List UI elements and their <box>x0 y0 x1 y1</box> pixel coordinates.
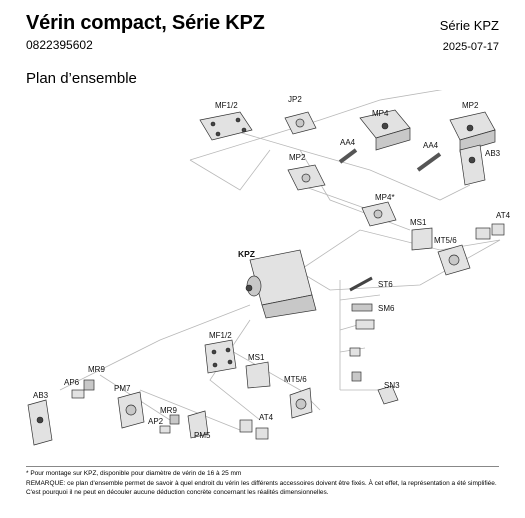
footer-divider <box>26 466 499 467</box>
label-aa4-right: AA4 <box>423 141 439 150</box>
label-mp4-star: MP4* <box>375 193 395 202</box>
pm7-flange <box>117 391 145 429</box>
mp2-bracket-mid <box>287 164 326 191</box>
label-ab3-left: AB3 <box>33 391 49 400</box>
mp4-bracket-top <box>359 109 411 151</box>
ms1-bracket-right <box>411 227 433 251</box>
assembly-diagram: MF1/2 JP2 MP4 MP2 MP2 AA4 AA4 AB3 MP4* M… <box>27 90 511 446</box>
mr9-nut-bottom <box>169 414 180 425</box>
series-label: Série KPZ <box>439 18 499 33</box>
at4-block-bottom <box>239 419 269 440</box>
cable-connector <box>349 347 362 382</box>
sn3-sensor <box>377 385 399 405</box>
label-mt5-bottom: MT5/6 <box>284 375 307 384</box>
mf1-flange-top <box>199 111 253 141</box>
kpz-cylinder <box>245 249 317 319</box>
footnote-remark: REMARQUE: ce plan d'ensemble permet de s… <box>26 480 497 496</box>
label-kpz: KPZ <box>238 249 255 259</box>
label-ms1-bottom: MS1 <box>248 353 265 362</box>
document-date: 2025-07-17 <box>442 41 499 53</box>
label-mr9-top: MR9 <box>88 365 105 374</box>
label-at4-bottom: AT4 <box>259 413 274 422</box>
label-mp2-right: MP2 <box>462 101 479 110</box>
mt5-trunnion-right <box>437 244 471 276</box>
label-mp4-top: MP4 <box>372 109 389 118</box>
label-ms1-right: MS1 <box>410 218 427 227</box>
section-title: Plan d’ensemble <box>26 70 137 87</box>
ab3-bracket-left <box>27 399 53 446</box>
label-pm7: PM7 <box>114 384 131 393</box>
ab3-bracket-right <box>459 144 486 186</box>
mr9-nut-top <box>83 379 95 391</box>
page-title: Vérin compact, Série KPZ <box>26 12 265 34</box>
pm5-flange <box>187 410 209 439</box>
sm6-sensor <box>351 303 375 330</box>
at4-block-right <box>475 223 505 240</box>
label-mf1-top: MF1/2 <box>215 101 238 110</box>
mp2-bracket-right <box>449 111 496 153</box>
ms1-bracket-bottom <box>245 361 271 389</box>
label-at4-right: AT4 <box>496 211 511 220</box>
label-mf1-bottom: MF1/2 <box>209 331 232 340</box>
mf1-flange-bottom <box>204 339 237 374</box>
label-mp2-mid: MP2 <box>289 153 306 162</box>
mp4-star-bracket <box>361 201 397 227</box>
aa4-pin-right <box>416 152 442 172</box>
label-ab3-right: AB3 <box>485 149 501 158</box>
aa4-pin-left <box>338 148 358 164</box>
footnote-mounting: * Pour montage sur KPZ, disponible pour … <box>26 470 242 477</box>
label-st6: ST6 <box>378 280 393 289</box>
label-jp2: JP2 <box>288 95 302 104</box>
label-pm5: PM5 <box>194 431 211 440</box>
label-aa4-left: AA4 <box>340 138 356 147</box>
label-mt5-right: MT5/6 <box>434 236 457 245</box>
ap6-rod-end <box>71 389 85 399</box>
st6-sensor <box>349 276 373 292</box>
label-ap6: AP6 <box>64 378 80 387</box>
part-number: 0822395602 <box>26 38 93 52</box>
ap2-clevis <box>159 425 171 434</box>
label-mr9-bottom: MR9 <box>160 406 177 415</box>
mt5-trunnion-bottom <box>289 387 313 419</box>
jp2-plate <box>284 111 317 135</box>
label-ap2: AP2 <box>148 417 164 426</box>
label-sn3: SN3 <box>384 381 400 390</box>
label-sm6: SM6 <box>378 304 395 313</box>
